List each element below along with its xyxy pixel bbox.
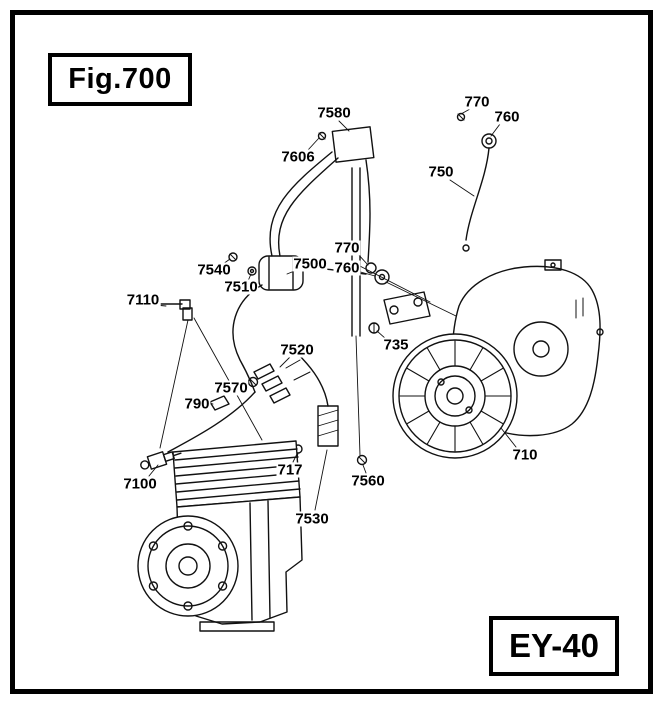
part-label-790: 790 [183,395,211,413]
part-label-760-top: 760 [493,108,521,126]
bracket [368,291,431,334]
part-label-7510: 7510 [223,278,259,296]
engine-block [137,440,303,632]
assembly-lines [159,261,457,456]
condenser-group [293,405,368,466]
part-label-735: 735 [382,336,410,354]
part-label-7530: 7530 [294,510,330,528]
part-label-7560: 7560 [350,472,386,490]
figure-title: Fig.700 [68,63,172,95]
part-label-770-top: 770 [463,93,491,111]
part-label-7110: 7110 [125,291,161,309]
model-label: EY-40 [509,627,599,664]
part-label-717: 717 [276,461,304,479]
wire-connectors [365,262,390,285]
part-label-760-mid: 760 [333,259,361,277]
terminal-set [209,359,311,411]
spark-plug [140,451,182,470]
stop-switch-box [317,126,375,163]
part-label-710: 710 [511,446,539,464]
part-label-7500: 7500 [292,255,328,273]
part-label-770-mid: 770 [333,239,361,257]
part-label-750: 750 [427,163,455,181]
part-label-7100: 7100 [122,475,158,493]
flywheel [392,333,518,459]
part-label-7606: 7606 [280,148,316,166]
grommet-and-screw [456,112,497,149]
part-label-7540: 7540 [196,261,232,279]
part-label-7570: 7570 [213,379,249,397]
model-label-box: EY-40 [489,616,619,676]
part-label-7580: 7580 [316,104,352,122]
page-border [10,10,653,694]
pipe-elbow [159,299,193,321]
figure-title-box: Fig.700 [48,53,192,106]
part-label-7520: 7520 [279,341,315,359]
